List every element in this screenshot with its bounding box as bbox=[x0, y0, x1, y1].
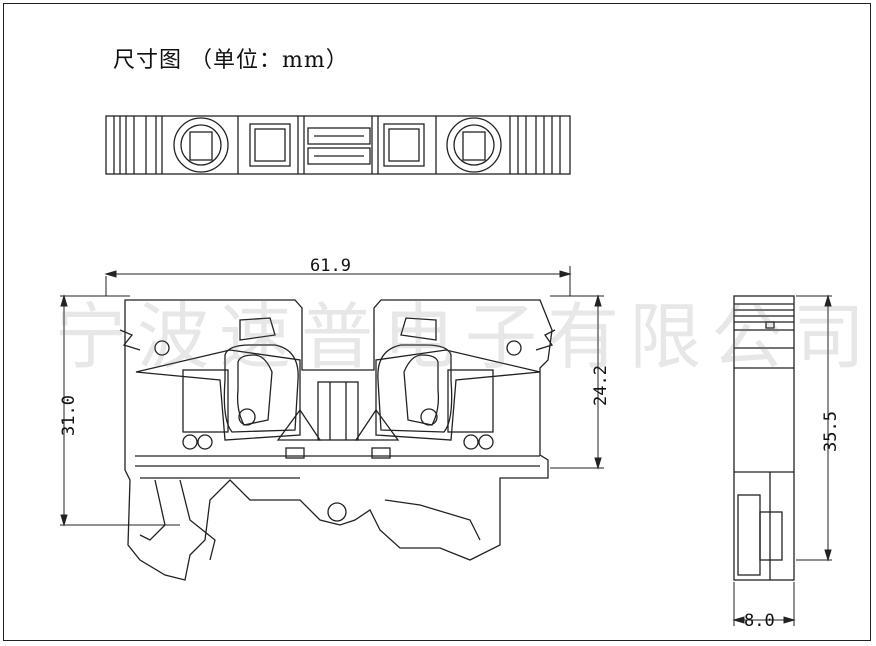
dim-height-right: 24.2 bbox=[591, 365, 611, 406]
front-view bbox=[119, 299, 556, 581]
side-view bbox=[733, 295, 795, 581]
dim-side-height: 35.5 bbox=[821, 411, 841, 452]
drawing-frame bbox=[3, 3, 871, 641]
drawing-title: 尺寸图 （单位：mm） bbox=[113, 48, 349, 73]
top-view bbox=[105, 115, 571, 175]
dim-width-total: 61.9 bbox=[310, 256, 351, 276]
dimension-lines bbox=[60, 266, 832, 626]
dim-side-width: 8.0 bbox=[744, 611, 775, 631]
dim-height-left: 31.0 bbox=[59, 395, 79, 436]
